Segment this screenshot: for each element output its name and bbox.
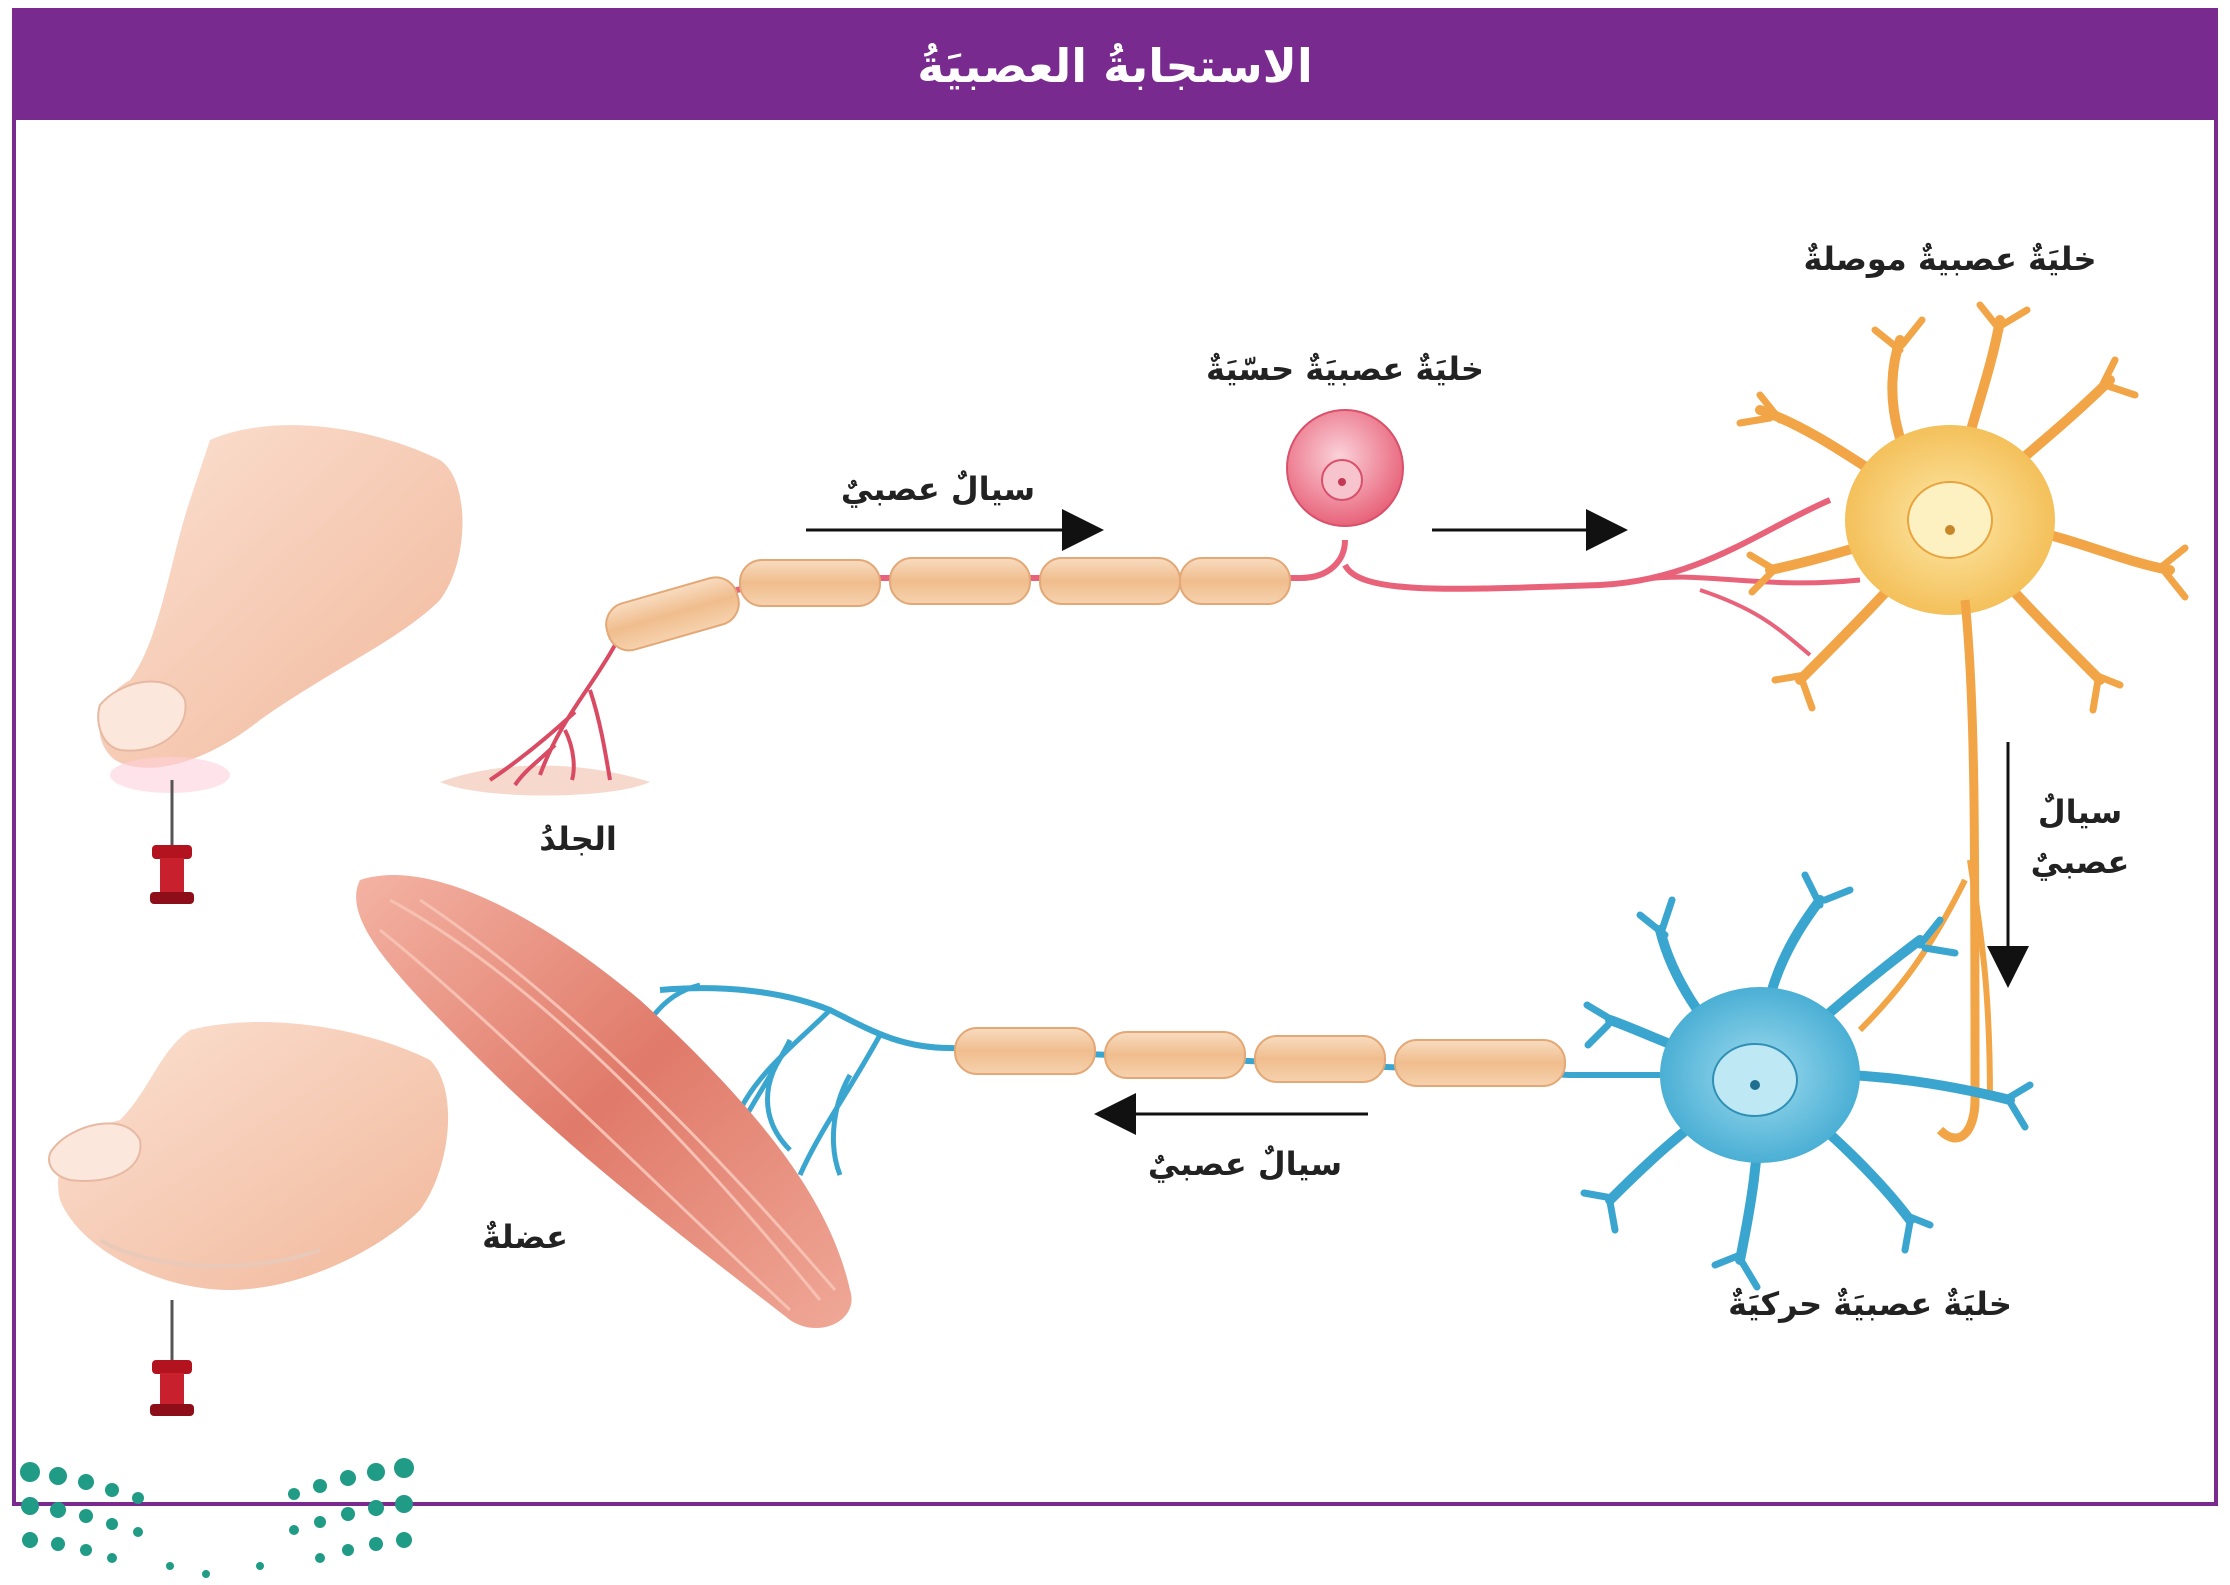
skin-receptor — [440, 645, 650, 796]
label-skin: الجلدُ — [539, 820, 617, 858]
label-impulse-right-2: عصبيٌ — [2031, 843, 2130, 881]
label-impulse-right-1: سيالٌ — [2038, 792, 2122, 831]
myelin-sheath-bottom — [955, 1028, 1565, 1086]
label-muscle: عضلةٌ — [482, 1218, 568, 1256]
label-motor-neuron: خليَةٌ عصبيَةٌ حركيَةٌ — [1728, 1285, 2012, 1323]
motor-neuron — [650, 875, 2030, 1287]
label-impulse-bottom: سيالٌ عصبيٌ — [1148, 1144, 1342, 1183]
pushpin-bottom-icon — [150, 1300, 194, 1416]
finger-bottom-icon — [49, 1022, 448, 1290]
logo-dots-icon — [20, 1458, 414, 1578]
label-impulse-top: سيالٌ عصبيٌ — [841, 469, 1035, 508]
finger-top-icon — [98, 425, 462, 793]
sensory-neuron — [601, 410, 1860, 656]
pushpin-top-icon — [150, 780, 194, 904]
label-sensory-neuron: خليَةٌ عصبيَةٌ حسّيَةٌ — [1206, 350, 1484, 388]
myelin-sheath-top — [601, 558, 1290, 656]
label-interneuron: خليَةٌ عصبيةٌ موصلةٌ — [1803, 240, 2096, 278]
